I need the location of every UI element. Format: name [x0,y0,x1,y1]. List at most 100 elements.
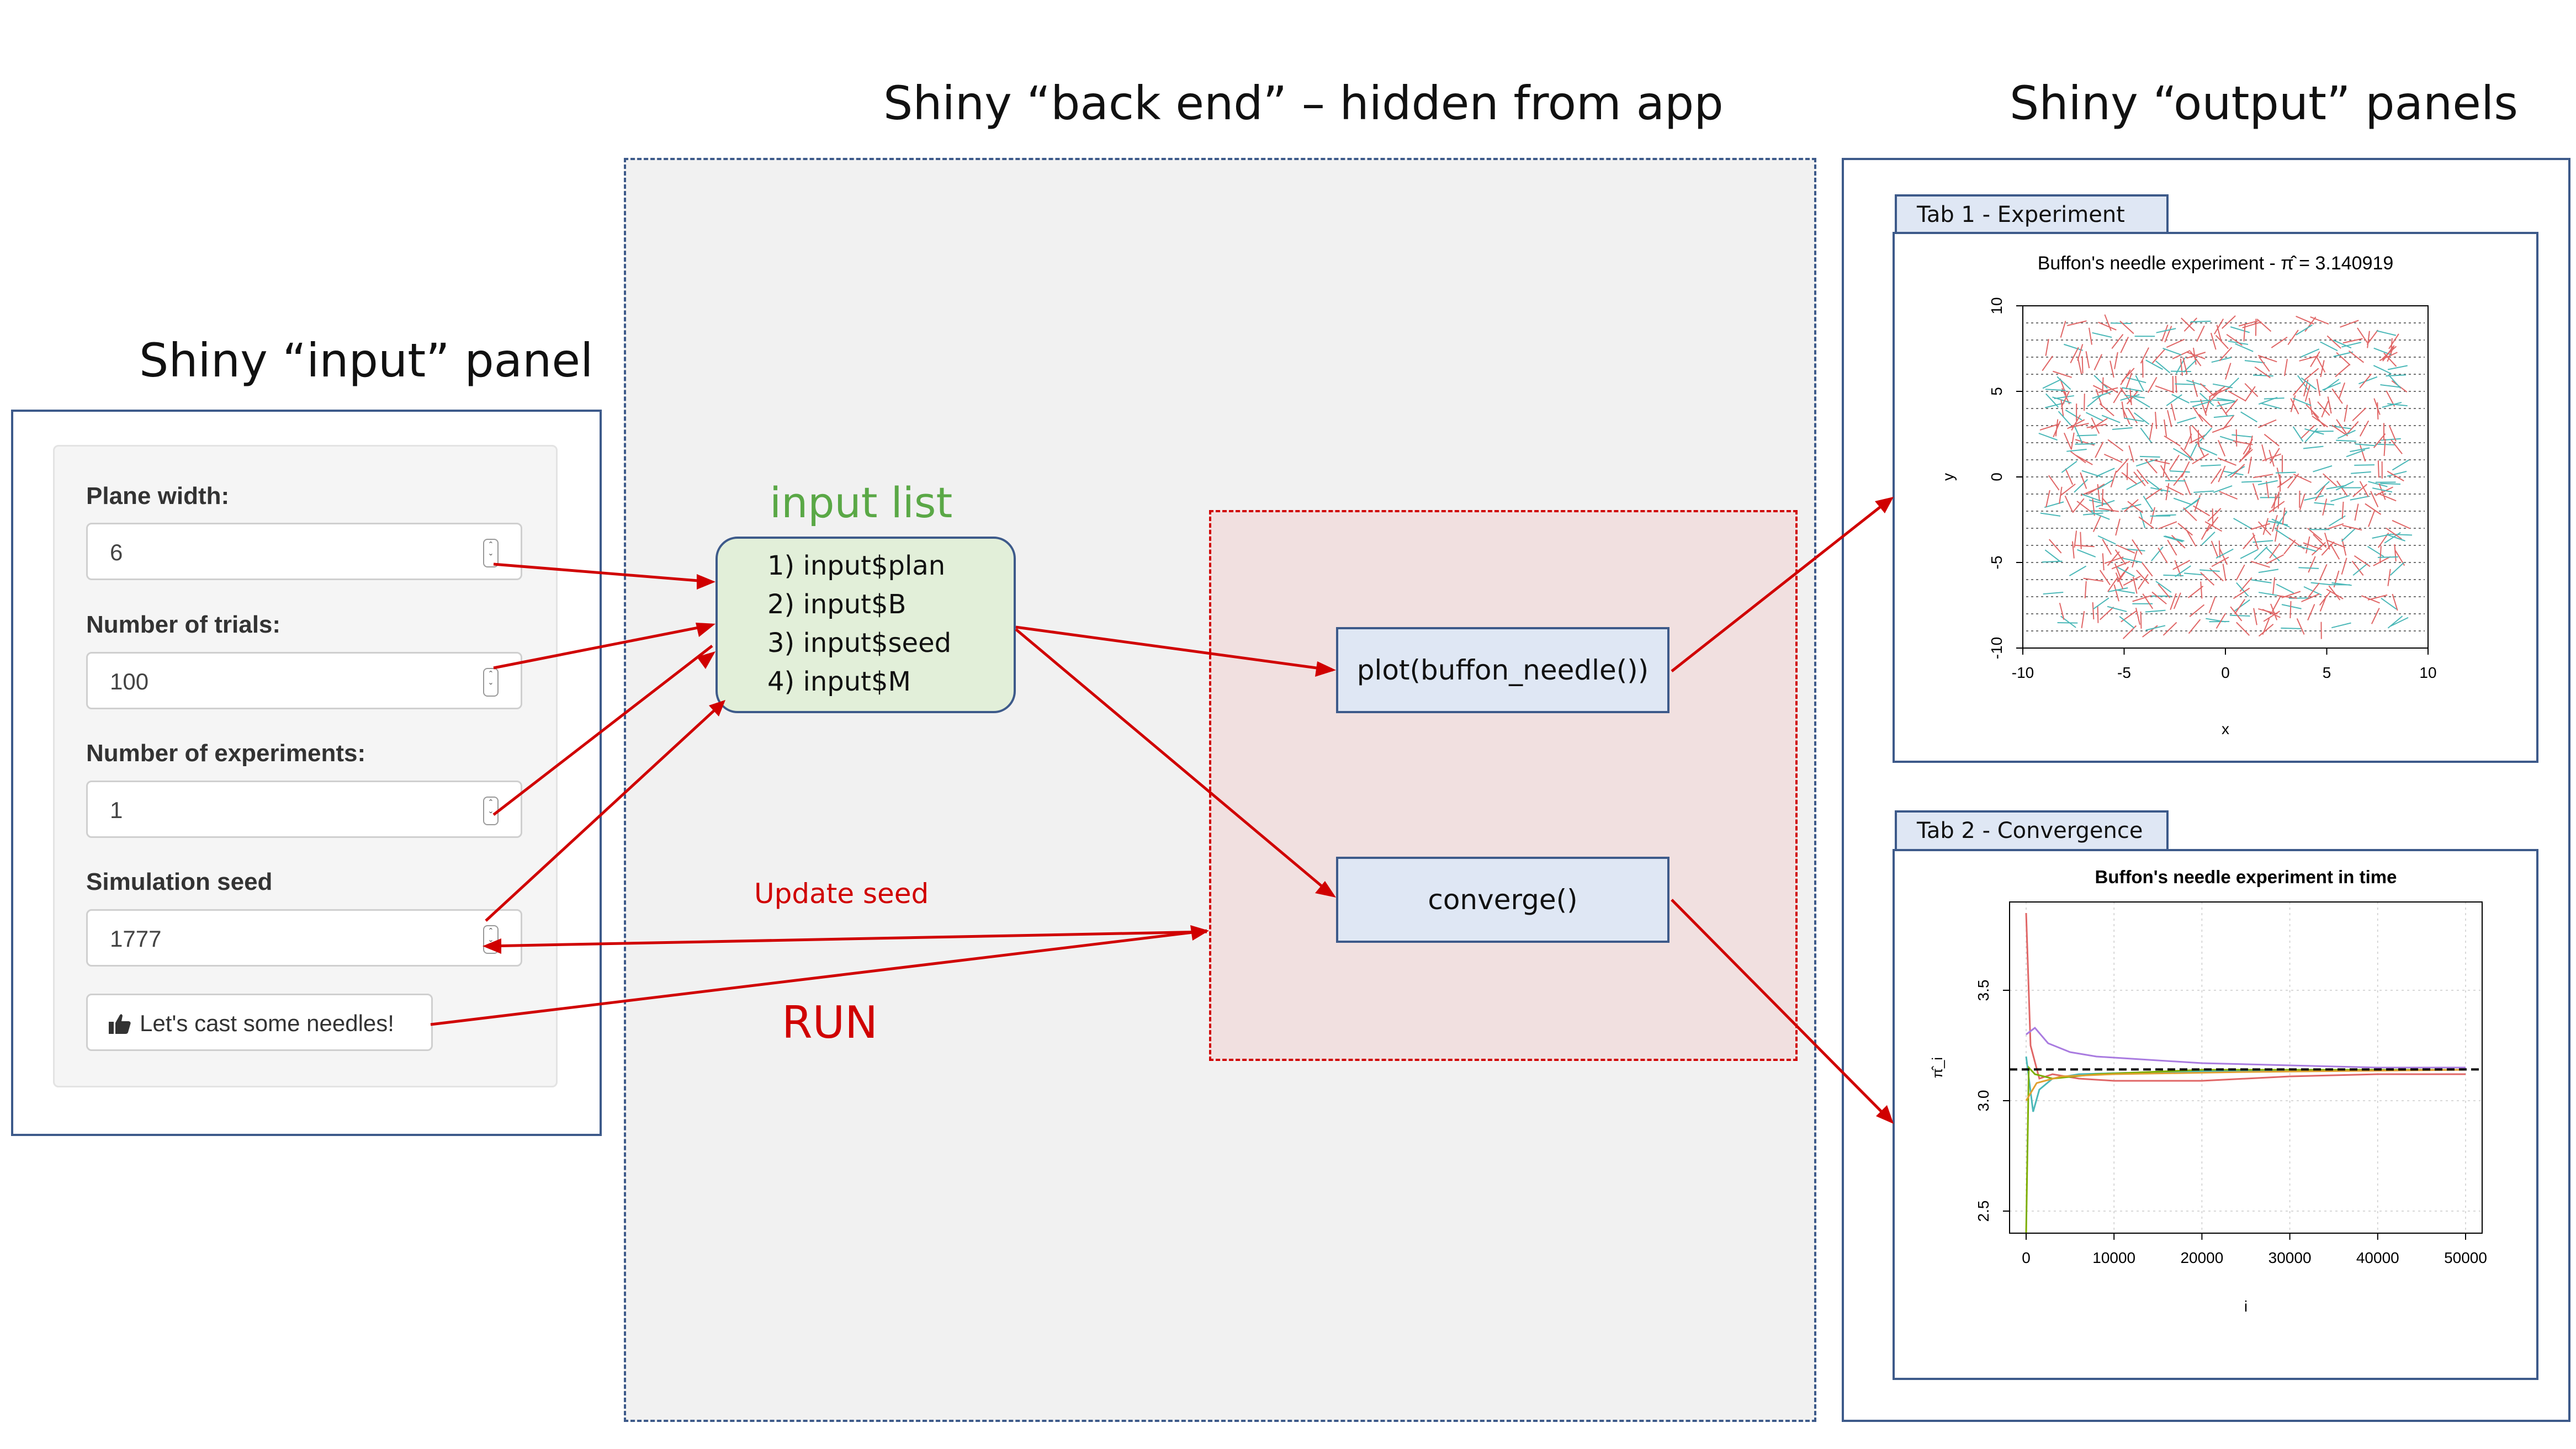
needle [2225,363,2232,380]
needle [2236,622,2250,636]
needle [2303,368,2319,381]
needle [2173,592,2181,609]
needle [2119,615,2135,629]
needle [2315,481,2330,495]
needle [2340,320,2359,328]
needle [2110,470,2117,487]
needle [2316,379,2321,396]
arrow-trials-to-list [493,623,713,670]
arrowhead [1876,1105,1894,1124]
needle [2218,540,2221,558]
x-tick-label: 40000 [2356,1249,2399,1266]
needle [2158,583,2171,598]
needle [2101,415,2121,423]
needle [2138,516,2155,529]
needle [2269,543,2281,559]
needle [2081,493,2101,502]
needle [2122,503,2142,510]
cast-needles-button[interactable]: Let's cast some needles! [86,994,433,1051]
needle [2359,420,2370,437]
needle [2076,434,2097,437]
needle [2266,547,2280,562]
needle [2376,330,2397,336]
needle [2304,384,2311,402]
needle [2114,549,2127,565]
needle [2254,366,2271,379]
needle [2155,412,2158,429]
needle-set [2038,314,2413,639]
needle [2327,396,2332,414]
needle [2161,325,2169,342]
needle [2189,426,2192,443]
arrowhead [696,623,715,637]
needle [2071,415,2081,431]
needle [2312,416,2328,428]
needle [2258,624,2274,637]
needle [2338,382,2346,400]
needle [2321,401,2329,418]
needle [2354,503,2359,521]
needle [2371,608,2380,624]
needle [2042,379,2061,389]
needle [2257,521,2272,536]
needle [2370,491,2379,508]
tab-convergence[interactable]: Tab 2 - Convergence [1895,810,2169,849]
needle [2252,533,2259,550]
needle [2240,549,2258,559]
needle [2181,317,2195,332]
x-tick-label: -5 [2117,664,2131,681]
needle [2076,501,2092,513]
needle [2211,468,2222,484]
needle [2121,401,2126,419]
needle [2196,325,2205,342]
needle [2186,530,2197,547]
needle [2162,460,2166,477]
needle [2204,521,2222,532]
needle [2124,395,2145,399]
needle [2093,597,2109,609]
needle [2386,527,2402,540]
needle [2189,434,2207,444]
needle [2352,484,2367,497]
needle [2365,503,2382,515]
needle [2172,560,2191,570]
tab-experiment[interactable]: Tab 1 - Experiment [1895,194,2169,233]
needle [2233,518,2251,529]
needle [2074,479,2088,493]
needle [2162,622,2177,636]
simulation-seed-input[interactable]: 1777 ˆˇ [86,909,522,967]
needle [2169,454,2180,471]
needle [2235,429,2238,447]
needle [2045,338,2049,356]
needle [2113,387,2123,404]
needle [2341,528,2356,542]
needle [2142,593,2154,609]
needle [2164,435,2181,447]
needle [2301,377,2317,390]
arrowhead [697,574,715,590]
needle [2244,360,2265,364]
y-axis-label: π̂_i [1929,1057,1946,1078]
needle [2321,541,2335,556]
needle [2312,412,2325,427]
x-tick-label: 5 [2323,664,2331,681]
needle [2038,432,2058,441]
needle [2102,539,2112,555]
needle [2092,516,2102,532]
needle [2342,524,2362,531]
needle [2138,574,2149,590]
needle [2310,351,2320,367]
needle [2199,392,2214,406]
needle [2180,447,2195,461]
needle [2322,382,2341,391]
needle [2070,347,2079,364]
needle [2308,556,2316,573]
needle [2297,545,2317,552]
needle [2336,480,2348,496]
needle [2292,397,2312,406]
